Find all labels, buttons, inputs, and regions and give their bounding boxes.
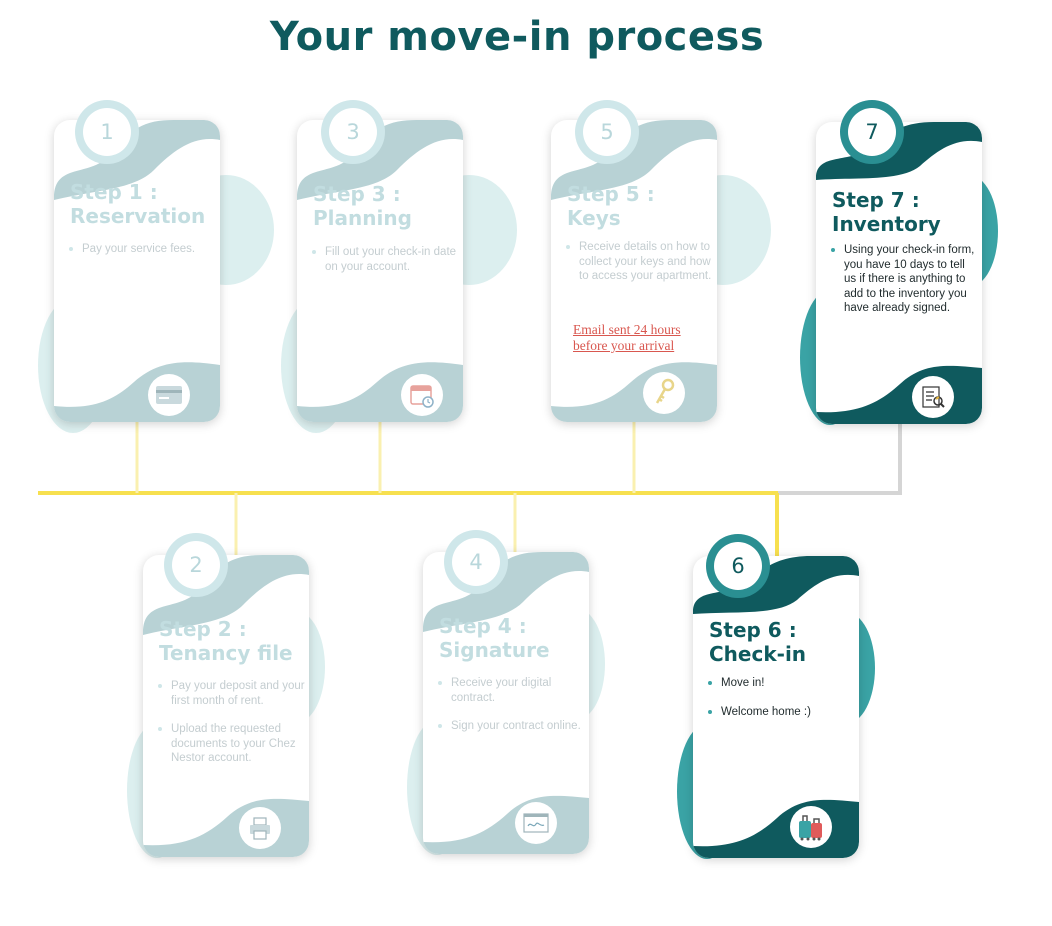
step-heading: Step 7 :Inventory bbox=[832, 188, 941, 236]
step-number-badge: 5 bbox=[575, 100, 639, 164]
email-note: Email sent 24 hours before your arrival bbox=[573, 322, 681, 353]
step-number-badge: 7 bbox=[840, 100, 904, 164]
step-bullets: Using your check-in form, you have 10 da… bbox=[830, 243, 980, 330]
list-item: Receive details on how to collect your k… bbox=[565, 240, 713, 284]
step-card-7: Step 7 :Inventory Using your check-in fo… bbox=[800, 100, 1000, 425]
step-heading: Step 5 :Keys bbox=[567, 182, 655, 230]
step-bullets: Pay your service fees. bbox=[68, 242, 214, 271]
luggage-icon bbox=[790, 806, 832, 848]
list-item: Receive your digital contract. bbox=[437, 676, 585, 705]
step-bullets: Pay your deposit and your first month of… bbox=[157, 679, 305, 780]
step-heading: Step 4 :Signature bbox=[439, 614, 550, 662]
step-number: 5 bbox=[583, 108, 631, 156]
step-card-6: Step 6 :Check-in Move in! Welcome home :… bbox=[677, 534, 877, 860]
step-number-badge: 2 bbox=[164, 533, 228, 597]
credit-card-icon bbox=[148, 374, 190, 416]
signature-icon bbox=[515, 802, 557, 844]
step-number-badge: 1 bbox=[75, 100, 139, 164]
step-bullets: Move in! Welcome home :) bbox=[707, 676, 857, 733]
step-panel: Step 6 :Check-in Move in! Welcome home :… bbox=[693, 556, 859, 858]
step-number-badge: 3 bbox=[321, 100, 385, 164]
step-panel: Step 7 :Inventory Using your check-in fo… bbox=[816, 122, 982, 424]
step-bullets: Fill out your check-in date on your acco… bbox=[311, 245, 457, 288]
step-panel: Step 1 :Reservation Pay your service fee… bbox=[54, 120, 220, 422]
list-item: Fill out your check-in date on your acco… bbox=[311, 245, 457, 274]
step-bullets: Receive details on how to collect your k… bbox=[565, 240, 713, 298]
calendar-icon bbox=[401, 374, 443, 416]
list-item: Move in! bbox=[707, 676, 857, 691]
list-item: Welcome home :) bbox=[707, 705, 857, 720]
step-panel: Step 5 :Keys Receive details on how to c… bbox=[551, 120, 717, 422]
step-card-4: Step 4 :Signature Receive your digital c… bbox=[407, 530, 607, 856]
step-number: 7 bbox=[848, 108, 896, 156]
step-number-badge: 6 bbox=[706, 534, 770, 598]
step-number: 1 bbox=[83, 108, 131, 156]
step-panel: Step 3 :Planning Fill out your check-in … bbox=[297, 120, 463, 422]
step-number: 3 bbox=[329, 108, 377, 156]
step-heading: Step 1 :Reservation bbox=[70, 180, 206, 228]
step-card-1: Step 1 :Reservation Pay your service fee… bbox=[38, 100, 274, 433]
step-heading: Step 3 :Planning bbox=[313, 182, 412, 230]
step-card-5: Step 5 :Keys Receive details on how to c… bbox=[535, 100, 771, 422]
step-card-3: Step 3 :Planning Fill out your check-in … bbox=[281, 100, 517, 433]
checklist-icon bbox=[912, 376, 954, 418]
step-number: 4 bbox=[452, 538, 500, 586]
step-heading: Step 2 :Tenancy file bbox=[159, 617, 293, 665]
step-number-badge: 4 bbox=[444, 530, 508, 594]
list-item: Using your check-in form, you have 10 da… bbox=[830, 243, 980, 316]
step-number: 2 bbox=[172, 541, 220, 589]
step-panel: Step 2 :Tenancy file Pay your deposit an… bbox=[143, 555, 309, 857]
step-bullets: Receive your digital contract. Sign your… bbox=[437, 676, 585, 748]
list-item: Sign your contract online. bbox=[437, 719, 585, 734]
printer-icon bbox=[239, 807, 281, 849]
step-panel: Step 4 :Signature Receive your digital c… bbox=[423, 552, 589, 854]
list-item: Upload the requested documents to your C… bbox=[157, 722, 305, 766]
step-heading: Step 6 :Check-in bbox=[709, 618, 807, 666]
step-card-2: Step 2 :Tenancy file Pay your deposit an… bbox=[127, 533, 327, 859]
page-title: Your move-in process bbox=[269, 14, 765, 60]
list-item: Pay your service fees. bbox=[68, 242, 214, 257]
step-number: 6 bbox=[714, 542, 762, 590]
keys-icon bbox=[643, 372, 685, 414]
list-item: Pay your deposit and your first month of… bbox=[157, 679, 305, 708]
